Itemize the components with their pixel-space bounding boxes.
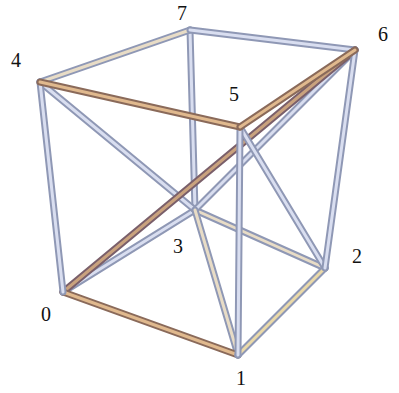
vertex-number: 4 bbox=[9, 50, 23, 70]
vertex-number: 2 bbox=[350, 246, 364, 266]
vertex-number: 3 bbox=[171, 236, 185, 256]
vertex-number: 5 bbox=[227, 84, 241, 104]
rod-back bbox=[40, 30, 355, 292]
rod-diagonal bbox=[40, 50, 355, 355]
rod-front bbox=[40, 50, 355, 355]
vertex-number: 0 bbox=[39, 304, 53, 324]
vertex-number: 1 bbox=[234, 368, 248, 388]
vertex-number: 7 bbox=[175, 3, 189, 23]
vertex-number: 6 bbox=[376, 24, 390, 44]
